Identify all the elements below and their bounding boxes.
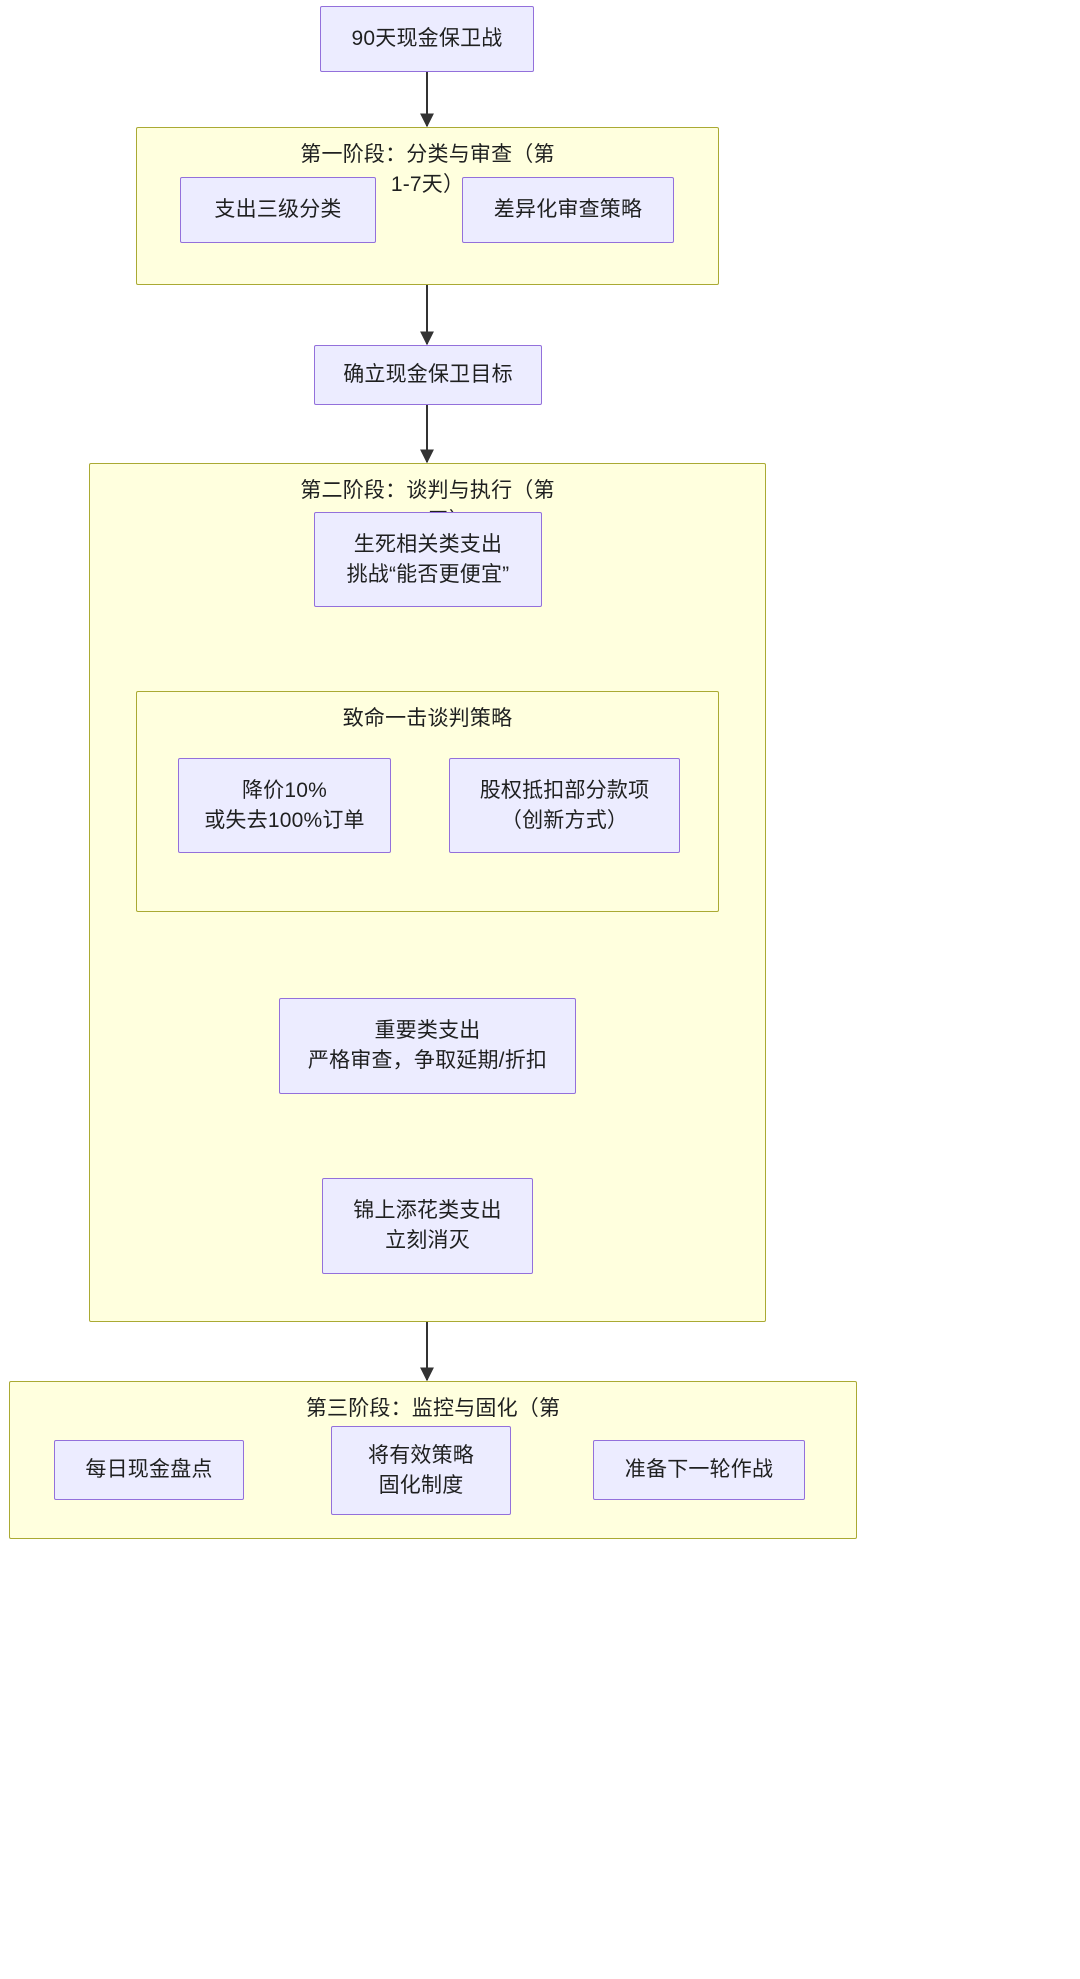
node-critical-spend-label: 生死相关类支出 挑战“能否更便宜” [346, 532, 510, 586]
node-cash-goal-label: 确立现金保卫目标 [343, 363, 513, 387]
node-critical-spend[interactable]: 生死相关类支出 挑战“能否更便宜” [314, 512, 542, 607]
node-equity-offset-label: 股权抵扣部分款项 （创新方式） [479, 778, 650, 832]
node-solidify-label: 将有效策略 固化制度 [368, 1443, 474, 1497]
node-review-policy[interactable]: 差异化审查策略 [462, 177, 674, 243]
node-daily-count[interactable]: 每日现金盘点 [54, 1440, 244, 1500]
node-price-cut-label: 降价10% 或失去100%订单 [204, 778, 365, 832]
node-important-spend[interactable]: 重要类支出 严格审查，争取延期/折扣 [279, 998, 576, 1094]
cluster-negotiation-strategy-title: 致命一击谈判策略 [342, 707, 513, 730]
node-equity-offset[interactable]: 股权抵扣部分款项 （创新方式） [449, 758, 680, 853]
node-review-policy-label: 差异化审查策略 [493, 198, 643, 222]
node-classify[interactable]: 支出三级分类 [180, 177, 376, 243]
node-solidify[interactable]: 将有效策略 固化制度 [331, 1426, 511, 1515]
node-nice-to-have[interactable]: 锦上添花类支出 立刻消灭 [322, 1178, 533, 1274]
node-classify-label: 支出三级分类 [214, 198, 342, 222]
node-price-cut[interactable]: 降价10% 或失去100%订单 [178, 758, 391, 853]
node-next-round[interactable]: 准备下一轮作战 [593, 1440, 805, 1500]
node-start[interactable]: 90天现金保卫战 [320, 6, 534, 72]
node-important-spend-label: 重要类支出 严格审查，争取延期/折扣 [307, 1019, 548, 1072]
node-start-label: 90天现金保卫战 [351, 27, 503, 51]
node-cash-goal[interactable]: 确立现金保卫目标 [314, 345, 542, 405]
node-next-round-label: 准备下一轮作战 [624, 1458, 774, 1482]
node-daily-count-label: 每日现金盘点 [85, 1458, 213, 1482]
node-nice-to-have-label: 锦上添花类支出 立刻消灭 [353, 1199, 502, 1252]
